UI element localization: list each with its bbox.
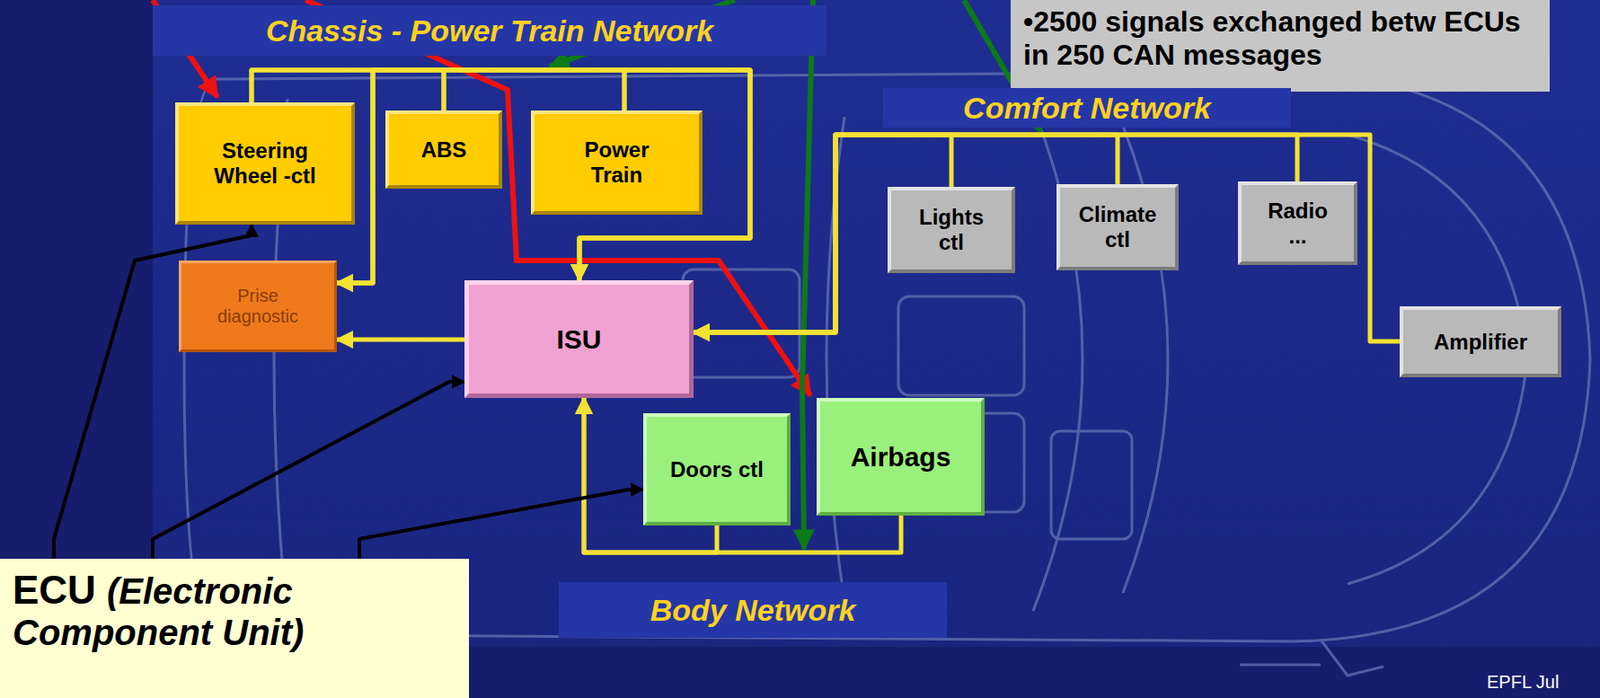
node-text: Airbags [850,441,952,473]
ecu-box: ABS [385,110,503,189]
node-text: ABS [421,137,468,163]
ecu-box: Steering Wheel -ctl [175,102,355,225]
callout-box: ECU(Electronic Component Unit) [0,558,469,698]
node-text: ISU [556,324,602,355]
bus-line [336,337,465,343]
node-text: Climate ctl [1078,202,1158,253]
node-text: Lights ctl [910,204,992,256]
node-text: Radio ... [1261,198,1335,249]
note-box: •2500 signals exchanged betw ECUs in 250… [1010,0,1550,92]
node-text: Doors ctl [670,457,764,483]
ecu-box: Lights ctl [887,186,1016,274]
ecu-box: Climate ctl [1056,184,1179,271]
node-text: Steering Wheel -ctl [205,138,325,189]
node-text: Comfort Network [963,90,1212,126]
ecu-box: Doors ctl [643,413,791,526]
bus-line [693,134,1400,342]
node-text: Prise diagnostic [212,285,304,328]
network-band: Body Network [558,582,947,638]
network-band: Chassis - Power Train Network [152,5,827,56]
ecu-box: Amplifier [1399,306,1562,378]
node-text: Chassis - Power Train Network [265,13,714,49]
node-text: Body Network [650,592,857,628]
node-text: •2500 signals exchanged betw ECUs in 250… [1023,5,1538,72]
gateway-box: ISU [464,280,694,398]
callout-line [152,381,465,559]
pointer-arrow [802,0,814,549]
bus-line [693,134,1298,333]
ecu-box: Airbags [816,397,985,516]
network-band: Comfort Network [883,88,1291,128]
node-text: Power Train [561,137,672,188]
node-text: Amplifier [1433,329,1528,355]
bus-line [693,134,1118,333]
ecu-box: Power Train [530,110,703,215]
footer-text: EPFL Jul [1486,671,1559,693]
node-text: ECU [12,567,97,612]
ecu-box: Radio ... [1237,181,1358,266]
callout-line [359,489,644,559]
pointer-arrow [305,0,811,396]
diagnostic-port: Prise diagnostic [178,260,337,353]
